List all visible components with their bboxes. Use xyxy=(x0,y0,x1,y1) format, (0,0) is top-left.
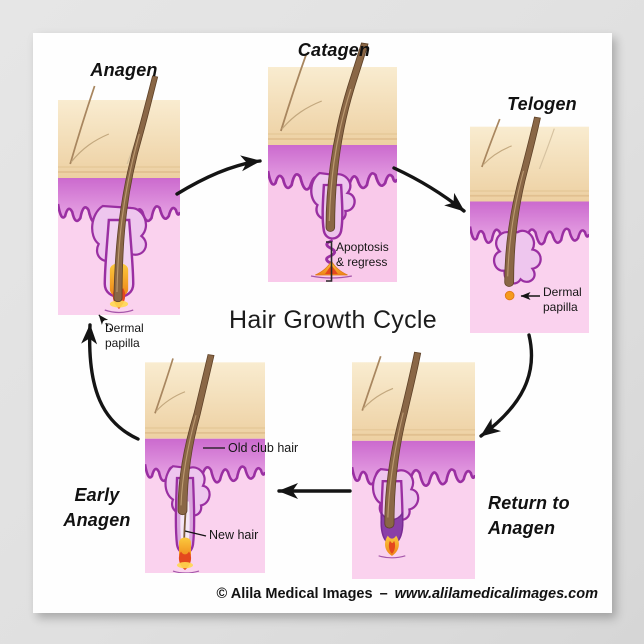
stage-label-catagen: Catagen xyxy=(297,40,371,60)
annotation-new-hair: New hair xyxy=(209,528,259,542)
stage-label-early-anagen: Early Anagen xyxy=(63,485,131,530)
panel-return-anagen-illustration xyxy=(352,351,475,579)
anagen-hair-shaft-icon xyxy=(113,75,159,303)
website-url: www.alilamedicalimages.com xyxy=(394,586,598,602)
stage-label-return-to-anagen: Return to Anagen xyxy=(488,493,570,538)
vellus-hair-icon xyxy=(69,85,96,165)
copyright-line: © Alila Medical Images–www.alilamedicali… xyxy=(217,586,598,602)
stage-label-anagen: Anagen xyxy=(90,60,158,80)
page-title: Hair Growth Cycle xyxy=(229,306,437,334)
catagen-hair-shaft-icon xyxy=(325,42,369,232)
telogen-club-hair-icon xyxy=(504,116,541,287)
panel-catagen-illustration xyxy=(268,42,397,282)
return-club-hair-icon xyxy=(384,351,422,529)
annotation-dermal-papilla-telogen: Dermal papilla xyxy=(543,285,582,314)
annotation-dermal-papilla-anagen: Dermal papilla xyxy=(105,321,144,350)
copyright-text: © Alila Medical Images xyxy=(216,586,373,602)
panel-telogen-illustration xyxy=(470,116,589,333)
copyright-separator: – xyxy=(379,586,388,602)
annotation-old-club-hair: Old club hair xyxy=(228,441,299,455)
old-club-hair-icon xyxy=(177,354,215,516)
panel-early-anagen-illustration xyxy=(145,354,265,573)
stage-label-telogen: Telogen xyxy=(507,94,577,114)
panel-anagen-illustration xyxy=(58,75,180,315)
annotation-apoptosis-regress: Apoptosis & regress xyxy=(336,240,389,269)
dermal-papilla-icon xyxy=(504,290,515,301)
